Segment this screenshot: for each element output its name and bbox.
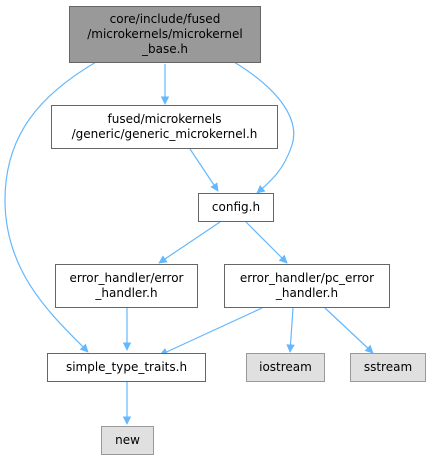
node-generic-microkernel-h[interactable]: fused/microkernels /generic/generic_micr… — [51, 105, 278, 149]
edge-config-to-error-handler — [158, 221, 221, 264]
node-pc-error-handler-h[interactable]: error_handler/pc_error _handler.h — [224, 264, 390, 308]
node-new: new — [101, 426, 154, 455]
node-label: error_handler/pc_error _handler.h — [239, 271, 375, 300]
node-simple-type-traits-h[interactable]: simple_type_traits.h — [47, 353, 206, 382]
edge-root-to-config — [233, 61, 295, 194]
node-config-h[interactable]: config.h — [198, 193, 274, 222]
node-label: new — [115, 433, 140, 447]
node-label: sstream — [363, 360, 413, 374]
edge-pc-error-handler-to-simple-type-traits — [159, 307, 263, 356]
edge-pc-error-handler-to-iostream — [286, 307, 295, 353]
node-sstream: sstream — [350, 353, 426, 382]
node-label: core/include/fused /microkernels/microke… — [87, 12, 243, 56]
edge-config-to-pc-error-handler — [245, 221, 288, 264]
node-iostream: iostream — [246, 353, 325, 382]
edge-generic-to-config — [189, 148, 219, 192]
node-label: config.h — [211, 200, 261, 214]
edge-root-to-simple-type-traits — [4, 61, 97, 353]
node-error-handler-h[interactable]: error_handler/error _handler.h — [55, 264, 198, 308]
edge-pc-error-handler-to-sstream — [324, 307, 374, 354]
node-label: iostream — [259, 360, 312, 374]
node-label: fused/microkernels /generic/generic_micr… — [71, 112, 258, 141]
node-label: error_handler/error _handler.h — [69, 271, 184, 300]
node-microkernel-base-h: core/include/fused /microkernels/microke… — [69, 6, 261, 63]
node-label: simple_type_traits.h — [65, 360, 188, 374]
